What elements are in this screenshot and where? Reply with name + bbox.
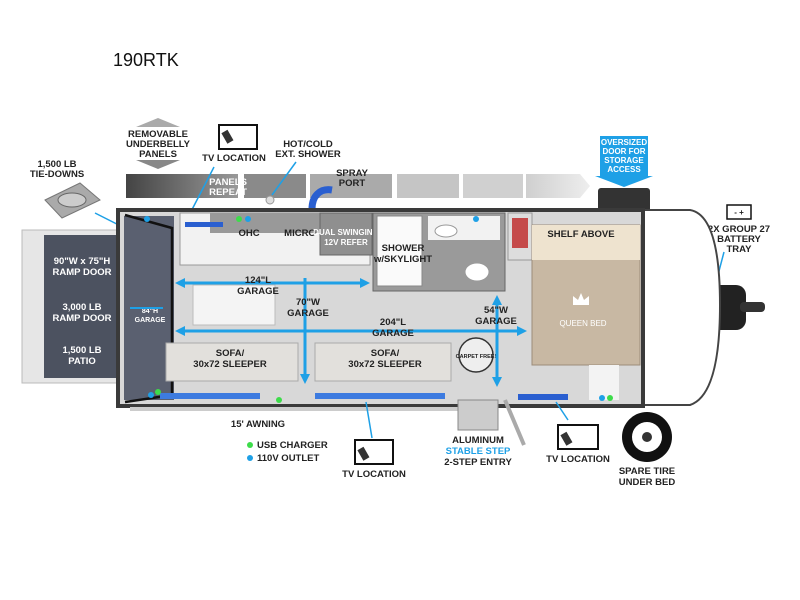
battery-label: BATTERY [717, 234, 761, 245]
patio-label: 1,500 LB [62, 345, 101, 356]
sofa-label: SOFA/ [216, 348, 245, 359]
oversized-door-label: STORAGE [604, 156, 644, 165]
window [518, 394, 568, 400]
outlet-legend-icon [247, 455, 253, 461]
step-label: 2-STEP ENTRY [444, 457, 512, 468]
garage-width-label: 70"W [296, 297, 320, 308]
remote-icon [221, 129, 234, 144]
oversized-door-label: ACCESS [607, 165, 641, 174]
garage-height-label: GARAGE [135, 317, 166, 324]
tie-down-icon [44, 182, 101, 219]
carpet-free-badge [458, 337, 494, 373]
pillows [532, 225, 640, 260]
awning [130, 407, 460, 411]
storage-counter [192, 284, 276, 326]
storage-door [598, 188, 650, 212]
refrigerator [319, 212, 373, 256]
ext-shower-label: HOT/COLD [283, 139, 333, 150]
step-label: ALUMINUM [452, 435, 504, 446]
sofa-label: SOFA/ [371, 348, 400, 359]
garage-width-label: 54"W [484, 305, 508, 316]
tie-downs-label: TIE-DOWNS [30, 169, 84, 180]
spare-tire-icon [622, 412, 672, 462]
remote-icon [560, 431, 573, 446]
underbelly-label: REMOVABLE [128, 129, 188, 140]
tv-icon [354, 439, 394, 465]
panels-repeat-label: REPEAT [209, 187, 247, 198]
ramp-door-rating-label: RAMP DOOR [53, 313, 112, 324]
tie-downs-label: 1,500 LB [37, 159, 76, 170]
wardrobe-items [512, 218, 528, 248]
spray-port-label: PORT [339, 178, 366, 189]
refer-label: DUAL SWINGING [313, 228, 379, 237]
ramp-door [21, 229, 123, 384]
shower-label: w/SKYLIGHT [373, 254, 432, 265]
garage-length-label: GARAGE [237, 286, 279, 297]
ext-shower-icon [265, 195, 275, 205]
ohc-label: OHC [238, 228, 259, 239]
outlet-legend: 110V OUTLET [257, 453, 319, 464]
crown-icon [573, 293, 589, 305]
battery-label: 2X GROUP 27 [708, 224, 770, 235]
garage-height-label: 84"H [142, 308, 158, 315]
awning-label: 15' AWNING [231, 419, 285, 430]
spare-tire-label: SPARE TIRE [619, 466, 675, 477]
dimension-arrows [130, 278, 527, 387]
step-handle [503, 399, 526, 446]
tv-location-label: TV LOCATION [202, 153, 266, 164]
patio-label: PATIO [68, 356, 96, 367]
spray-hose-icon [308, 186, 333, 210]
micro-label: MICRO [284, 228, 316, 239]
spare-tire-label: UNDER BED [619, 477, 676, 488]
window [160, 393, 260, 399]
shelf-above-label: SHELF ABOVE [547, 229, 614, 240]
garage-width-label: GARAGE [287, 308, 329, 319]
ramp-door-size-label: 90"W x 75"H [54, 256, 111, 267]
spray-port-label: SPRAY [336, 168, 369, 179]
garage-length-label: GARAGE [372, 328, 414, 339]
usb-charger-legend: USB CHARGER [257, 440, 328, 451]
ext-shower-label: EXT. SHOWER [275, 149, 341, 160]
remote-icon [357, 446, 370, 461]
nightstand [589, 365, 619, 400]
oversized-door-label: DOOR FOR [602, 147, 645, 156]
queen-bed-label: QUEEN BED [559, 319, 606, 328]
window [315, 393, 445, 399]
shower-label: SHOWER [382, 243, 425, 254]
toilet-icon [464, 262, 490, 282]
garage-width-label: GARAGE [475, 316, 517, 327]
tv-location-label: TV LOCATION [546, 454, 610, 465]
oversized-door-arrow-icon [595, 136, 653, 187]
underbelly-label: PANELS [139, 149, 177, 160]
garage-length-label: 124"L [245, 275, 271, 286]
battery-label: TRAY [727, 244, 753, 255]
tv-location-label: TV LOCATION [342, 469, 406, 480]
front-cap [639, 209, 722, 406]
sofa-label: 30x72 SLEEPER [348, 359, 422, 370]
stable-step-label: STABLE STEP [446, 446, 511, 457]
ramp-door-rating-label: 3,000 LB [62, 302, 101, 313]
sofa-2 [314, 342, 452, 382]
battery-symbol: - + [734, 208, 744, 217]
sofa-1 [165, 342, 299, 382]
shower [376, 215, 423, 287]
outlet-markers [144, 216, 613, 403]
battery-icon [726, 204, 752, 220]
oversized-door-label: OVERSIZED [601, 138, 647, 147]
model-title: 190RTK [113, 50, 179, 70]
sink-icon [434, 224, 458, 238]
refer-label: 12V REFER [324, 238, 368, 247]
usb-charger-legend-icon [247, 442, 253, 448]
sofa-label: 30x72 SLEEPER [193, 359, 267, 370]
garage-length-label: 204"L [380, 317, 406, 328]
underbelly-arrows-icon [136, 118, 180, 169]
panels-repeat-label: PANELS [209, 177, 247, 188]
window [185, 222, 223, 227]
ramp-door-size-label: RAMP DOOR [53, 267, 112, 278]
entry-step [457, 399, 499, 431]
underbelly-label: UNDERBELLY [126, 139, 191, 150]
underbelly-panels [126, 174, 590, 198]
carpet-free-label: CARPET FREE! [456, 354, 497, 360]
